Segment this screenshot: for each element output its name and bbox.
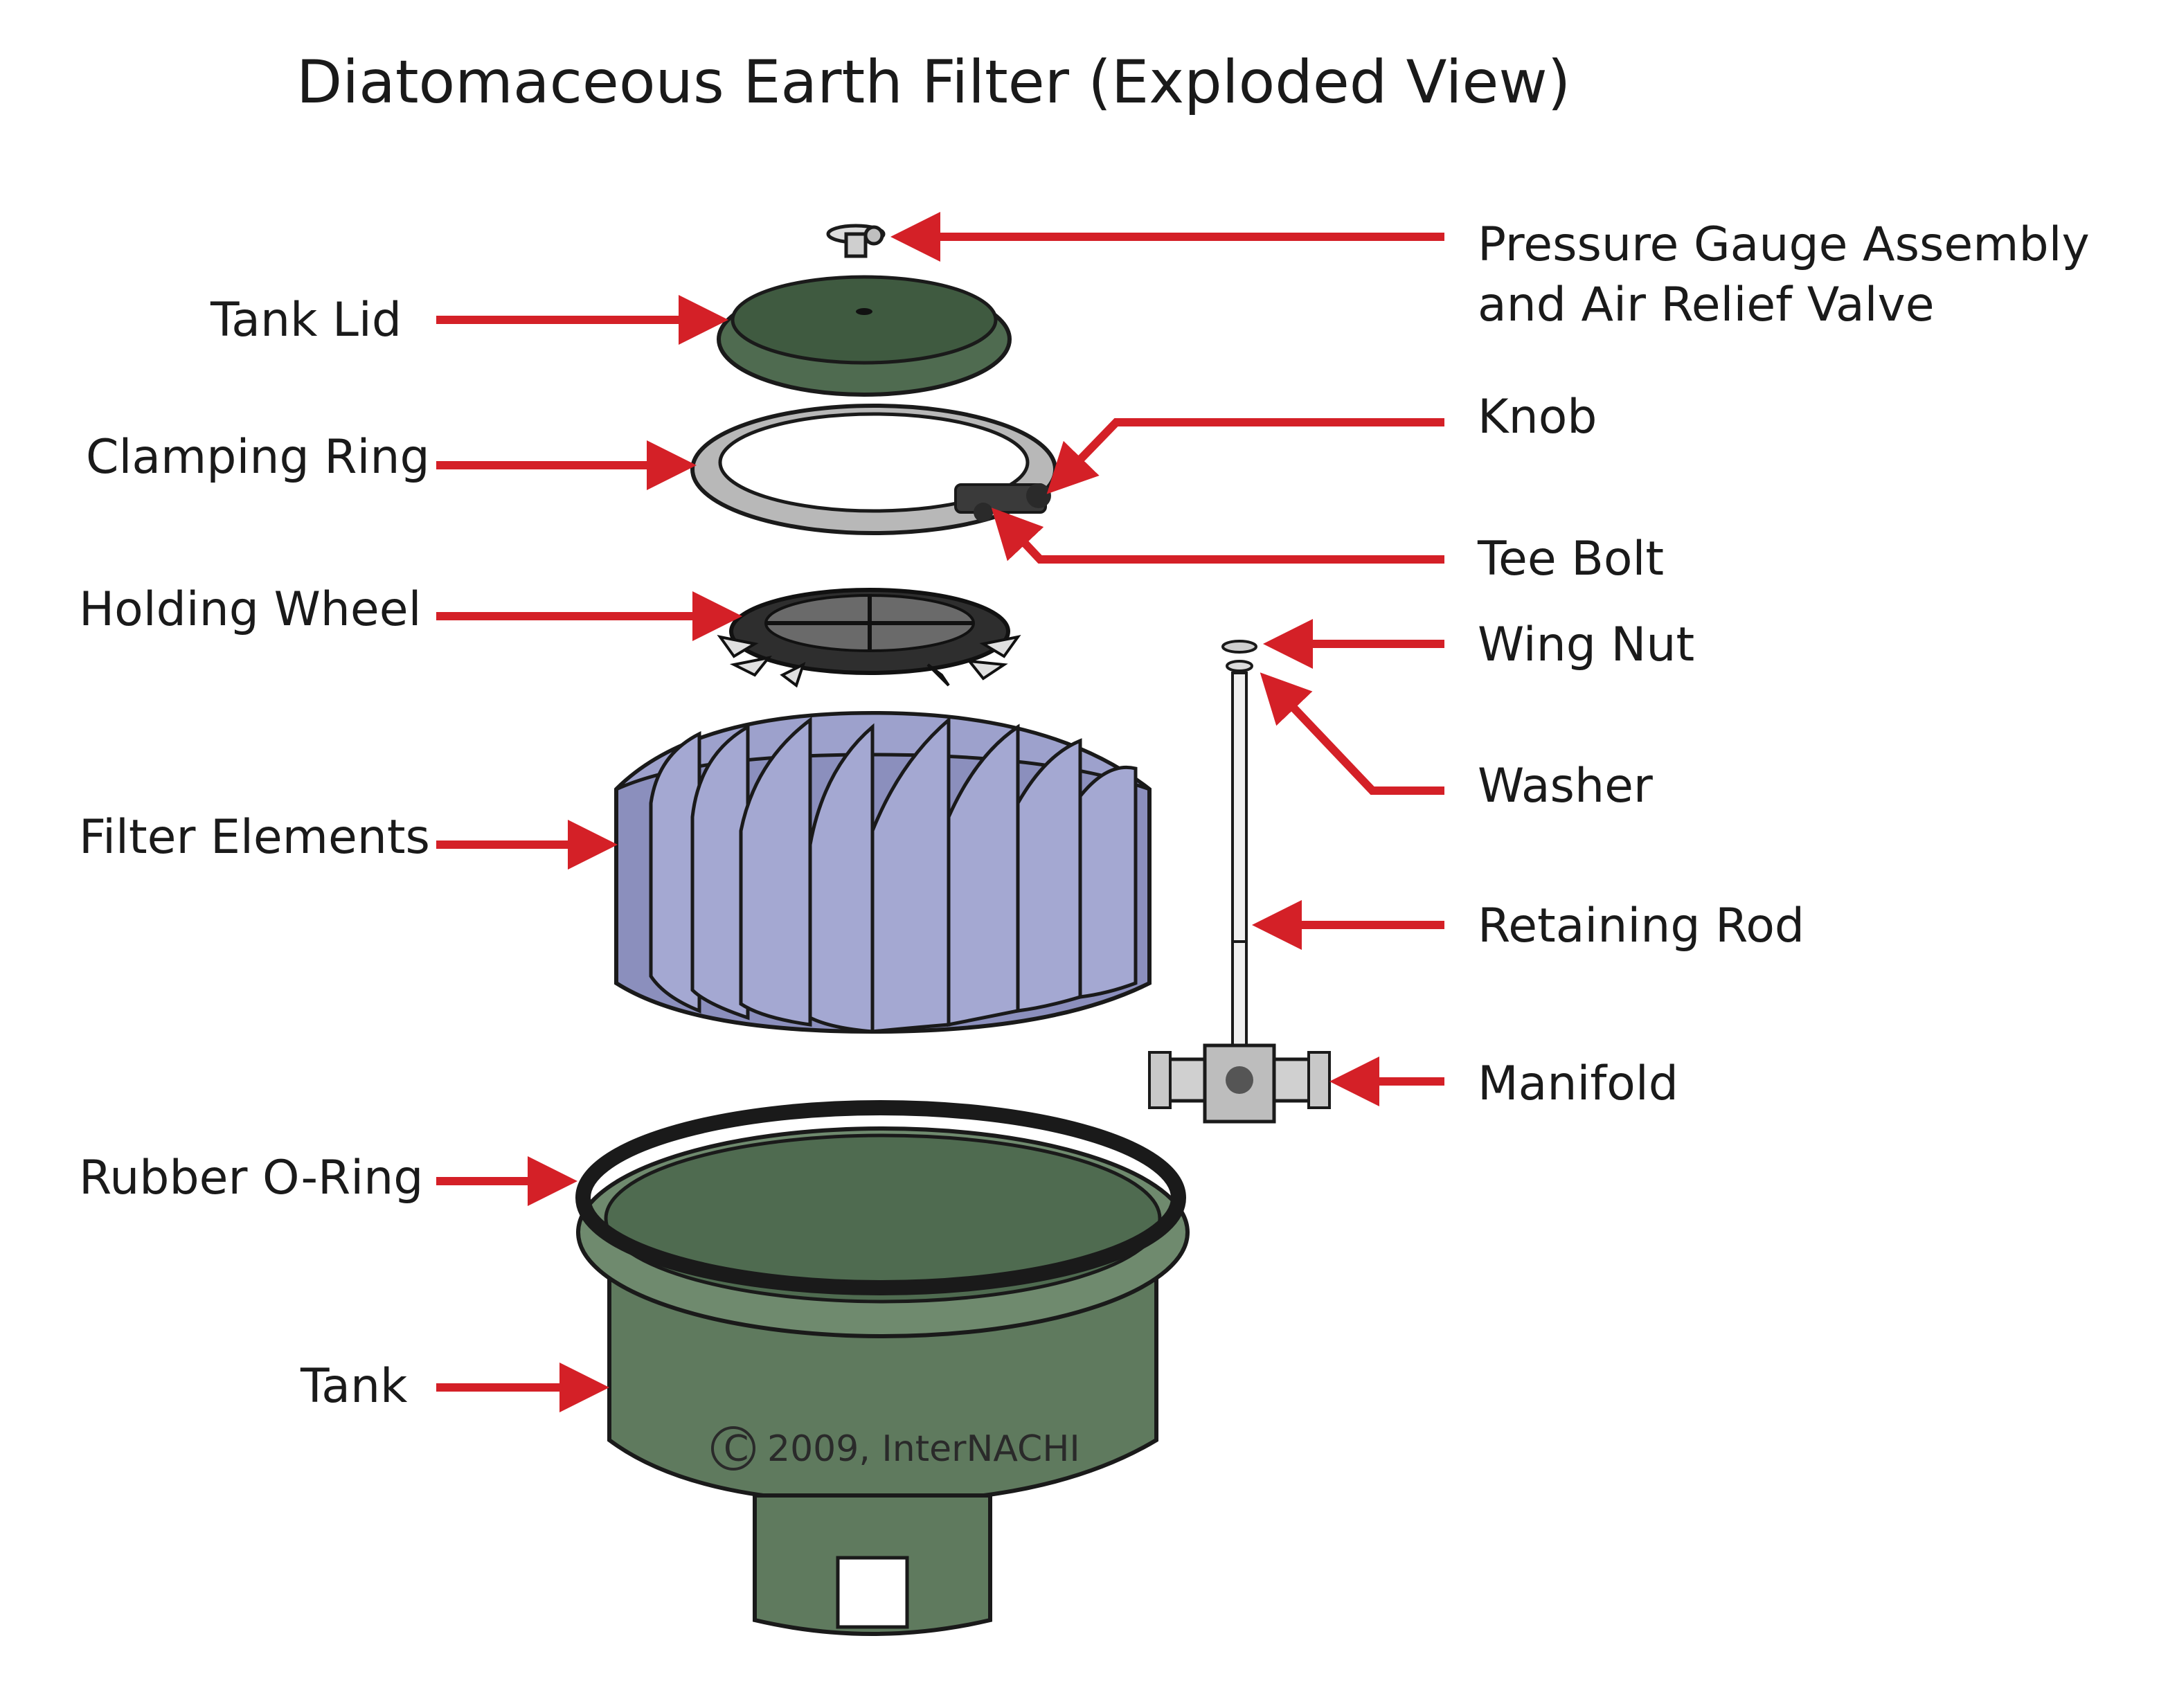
- copyright-notice: C 2009, InterNACHI: [711, 1426, 1080, 1471]
- filter-elements-part: [614, 710, 1152, 1034]
- arrow-knob: [1046, 418, 1444, 494]
- pressure-gauge-part: [826, 224, 886, 258]
- arrow-washer: [1260, 672, 1444, 795]
- label-clamping-ring: Clamping Ring: [86, 430, 430, 485]
- label-pressure-gauge-line2: and Air Relief Valve: [1478, 278, 1935, 332]
- label-tank: Tank: [300, 1359, 408, 1414]
- manifold-part: [1148, 1043, 1331, 1124]
- label-manifold: Manifold: [1478, 1057, 1678, 1111]
- label-washer: Washer: [1478, 759, 1653, 813]
- label-tee-bolt: Tee Bolt: [1477, 532, 1664, 586]
- clamping-ring-part: [690, 404, 1057, 535]
- label-wing-nut: Wing Nut: [1478, 618, 1694, 672]
- label-rubber-o-ring: Rubber O-Ring: [79, 1151, 423, 1205]
- retaining-rod-part: [1221, 640, 1257, 1062]
- tank-part: [575, 1100, 1190, 1636]
- diagram-title: Diatomaceous Earth Filter (Exploded View…: [296, 48, 1570, 117]
- tank-lid-part: [717, 275, 1012, 397]
- label-holding-wheel: Holding Wheel: [79, 582, 421, 637]
- label-knob: Knob: [1478, 390, 1597, 444]
- holding-wheel-part: [717, 588, 1021, 688]
- label-pressure-gauge-line1: Pressure Gauge Assembly: [1478, 217, 2090, 272]
- label-tank-lid: Tank Lid: [210, 293, 402, 348]
- copyright-text: 2009, InterNACHI: [767, 1428, 1080, 1470]
- label-retaining-rod: Retaining Rod: [1478, 899, 1804, 953]
- arrow-tee-bolt: [991, 507, 1444, 564]
- label-filter-elements: Filter Elements: [79, 810, 430, 865]
- copyright-symbol-icon: C: [724, 1428, 749, 1470]
